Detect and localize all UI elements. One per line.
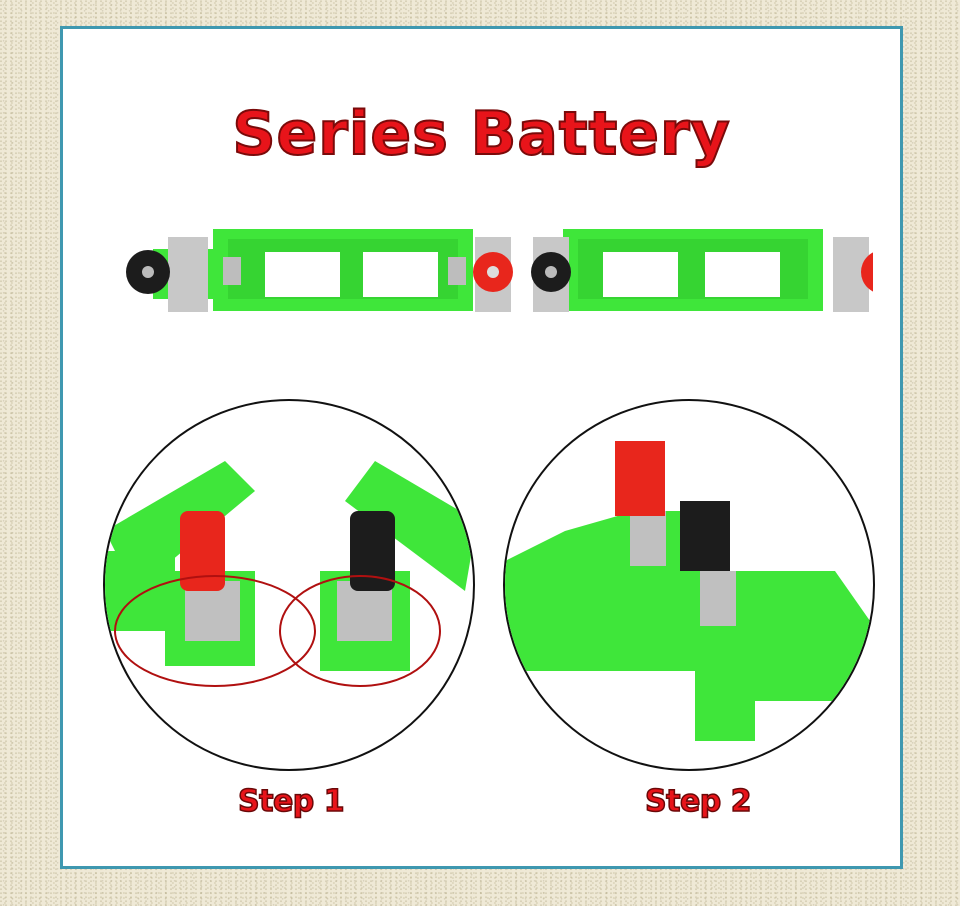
content-frame: Series Battery xyxy=(60,26,903,869)
step-2-label: Step 2 xyxy=(644,783,752,820)
step-1-detail-image xyxy=(103,399,475,771)
page-title: Series Battery xyxy=(231,98,731,170)
step-2-detail-image xyxy=(503,399,875,771)
series-battery-holder-image xyxy=(126,229,873,312)
step-1-label: Step 1 xyxy=(237,783,345,820)
